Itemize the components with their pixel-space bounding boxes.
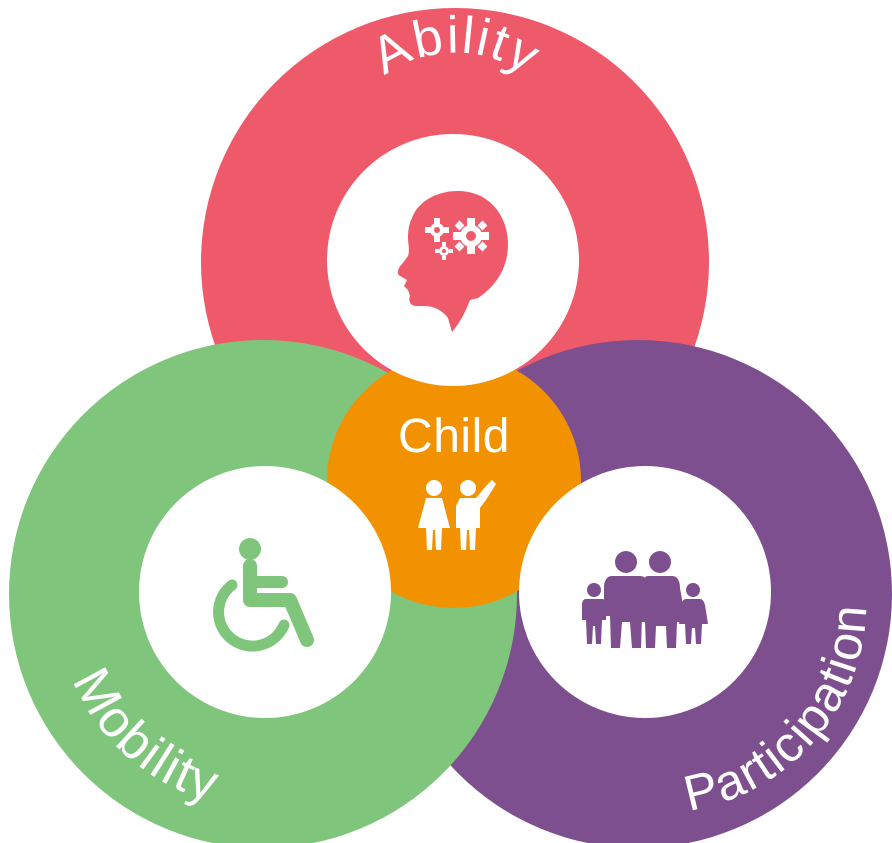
- wheelchair-icon: [213, 538, 314, 652]
- child-label: Child: [398, 410, 510, 463]
- child-center-circle: [327, 354, 581, 608]
- head-gears-icon: [397, 191, 508, 332]
- family-icon: [582, 551, 708, 648]
- children-icon: [418, 480, 496, 550]
- mobility-inner-circle: [139, 466, 391, 718]
